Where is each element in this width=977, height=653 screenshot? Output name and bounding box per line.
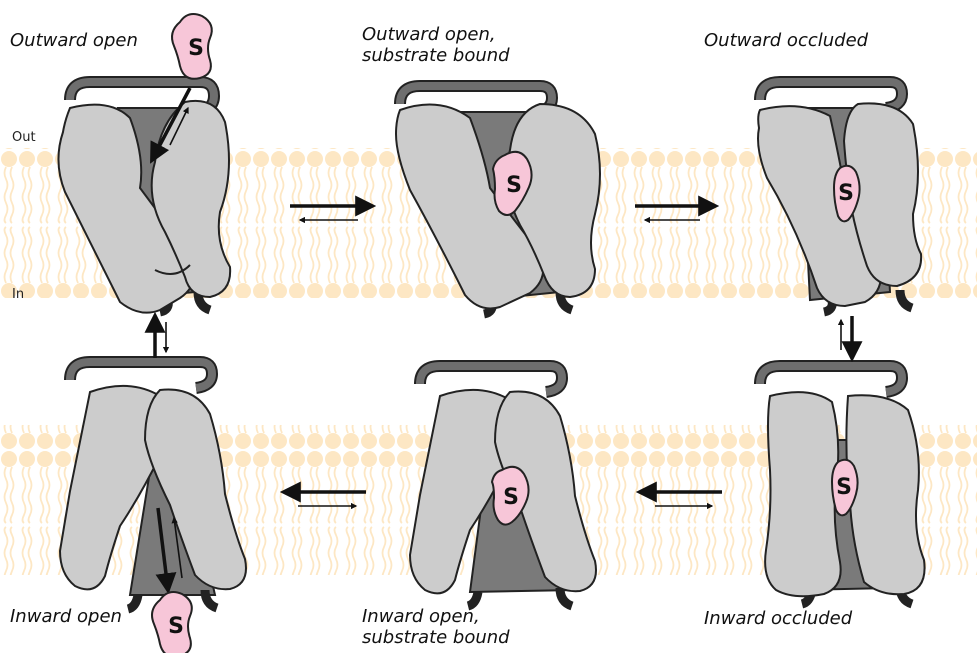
state-label-inward-open-bound: Inward open, substrate bound (362, 606, 510, 648)
substrate-outside: S (172, 14, 212, 79)
substrate-s-top-right: S (838, 181, 854, 206)
substrate-s-top-left: S (188, 36, 204, 61)
equilibrium-arrow-3-6 (841, 316, 852, 358)
substrate-s-bottom-left: S (168, 614, 184, 639)
transporter-inward-occluded: S (760, 366, 925, 604)
state-label-inward-open: Inward open (10, 606, 122, 627)
substrate-s-top-middle: S (506, 173, 522, 198)
substrate-s-bottom-right: S (836, 475, 852, 500)
state-label-outward-open-bound: Outward open, substrate bound (362, 24, 510, 66)
label-out: Out (12, 130, 36, 145)
transporter-inward-open-bound: S (410, 366, 596, 606)
label-in: In (12, 287, 24, 302)
state-label-outward-open: Outward open (10, 30, 138, 51)
substrate-s-bottom-middle: S (503, 485, 519, 510)
state-label-outward-occluded: Outward occluded (704, 30, 868, 51)
state-label-inward-occluded: Inward occluded (704, 608, 852, 629)
equilibrium-arrow-4-1 (155, 316, 166, 358)
